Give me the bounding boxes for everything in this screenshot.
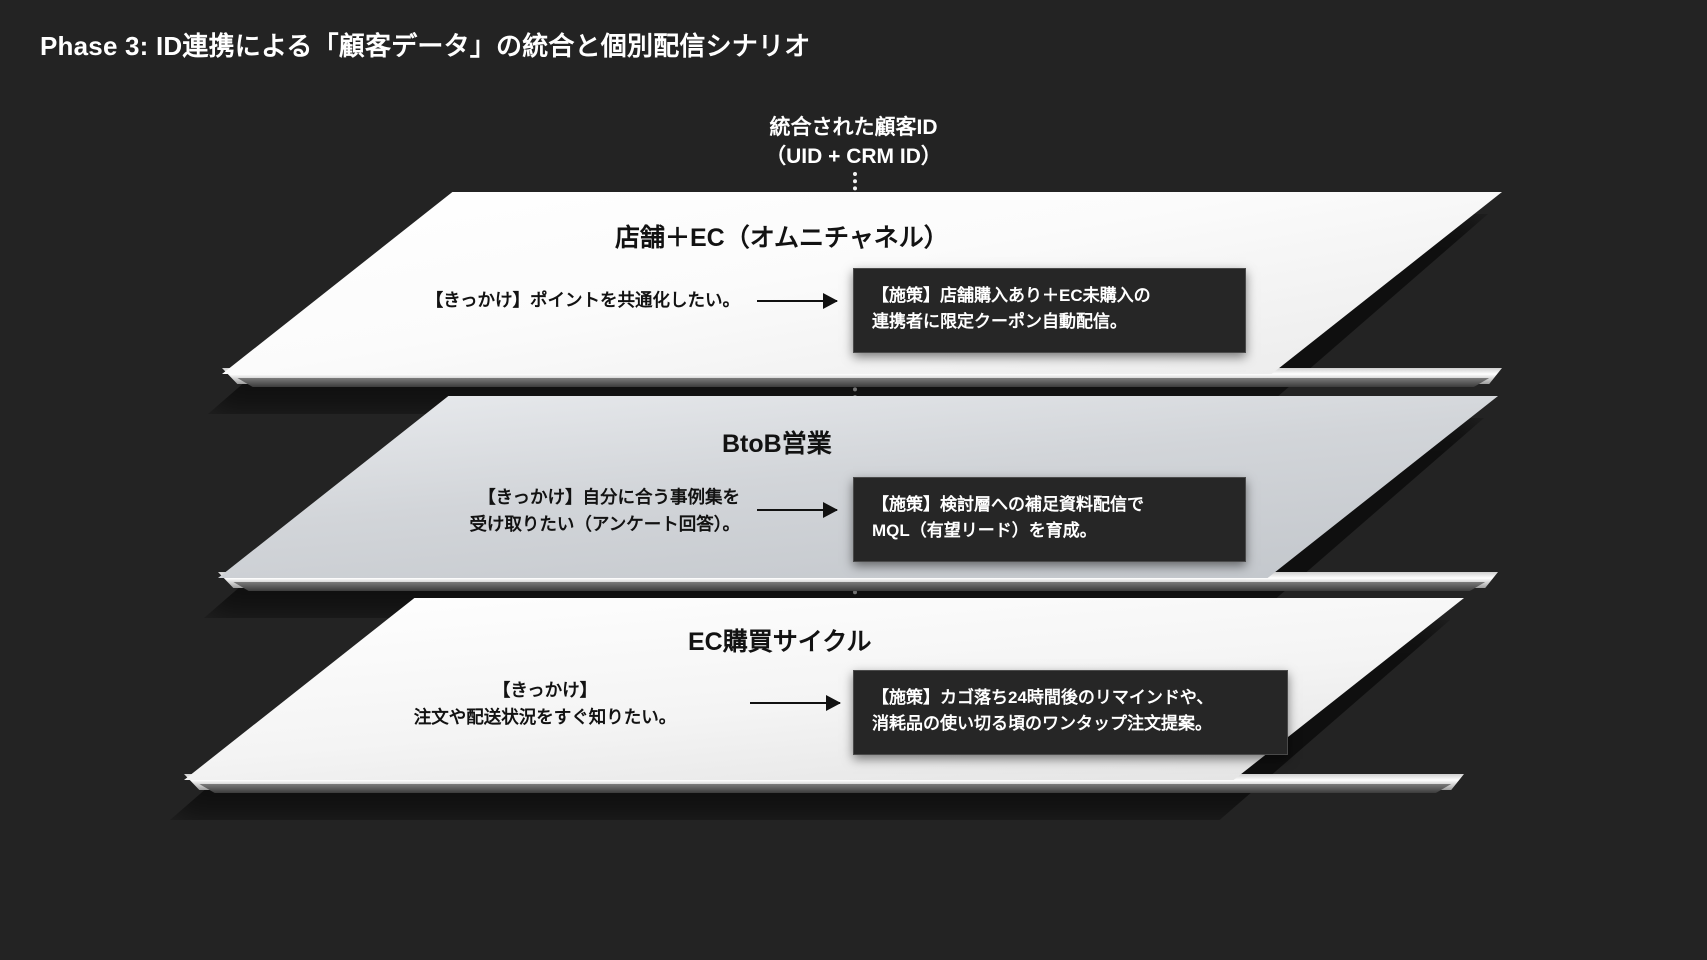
page-title: Phase 3: ID連携による「顧客データ」の統合と個別配信シナリオ	[40, 31, 811, 61]
layer-edge-dark	[199, 784, 1452, 793]
flow-arrow-btob-sales	[757, 502, 838, 518]
trigger-ec-line1: 【きっかけ】	[492, 680, 598, 700]
measure-ec-line2: 消耗品の使い切る頃のワンタップ注文提案。	[872, 714, 1212, 734]
trigger-btob-line1: 【きっかけ】自分に合う事例集を	[478, 487, 740, 507]
unified-id-label-line1: 統合された顧客ID	[769, 116, 938, 139]
trigger-omnichannel: 【きっかけ】ポイントを共通化したい。	[380, 287, 740, 314]
layer-edge-dark	[237, 378, 1490, 387]
measure-omnichannel-line2: 連携者に限定クーポン自動配信。	[872, 312, 1127, 332]
trigger-ec-purchase-cycle: 【きっかけ】 注文や配送状況をすぐ知りたい。	[370, 677, 720, 731]
layer-edge-dark	[233, 582, 1486, 591]
flow-arrow-ec-purchase-cycle	[750, 695, 841, 711]
layer-title-omnichannel: 店舗＋EC（オムニチャネル）	[615, 224, 949, 252]
trigger-btob-line2: 受け取りたい（アンケート回答）。	[469, 514, 740, 535]
unified-id-label: 統合された顧客ID （UID + CRM ID）	[0, 114, 1707, 172]
trigger-omnichannel-line1: 【きっかけ】ポイントを共通化したい。	[425, 290, 740, 310]
measure-box-btob-sales[interactable]: 【施策】検討層への補足資料配信で MQL（有望リード）を育成。	[853, 477, 1246, 562]
trigger-ec-line2: 注文や配送状況をすぐ知りたい。	[413, 707, 677, 728]
measure-omnichannel-line1: 【施策】店舗購入あり＋EC未購入の	[872, 286, 1151, 305]
measure-ec-line1: 【施策】カゴ落ち24時間後のリマインドや、	[872, 688, 1214, 707]
measure-box-omnichannel[interactable]: 【施策】店舗購入あり＋EC未購入の 連携者に限定クーポン自動配信。	[853, 268, 1246, 353]
flow-arrow-omnichannel	[757, 293, 838, 309]
layer-title-btob-sales: BtoB営業	[722, 430, 832, 458]
unified-id-label-line2: （UID + CRM ID）	[765, 144, 942, 168]
measure-btob-line2: MQL（有望リード）を育成。	[872, 521, 1097, 541]
measure-box-ec-purchase-cycle[interactable]: 【施策】カゴ落ち24時間後のリマインドや、 消耗品の使い切る頃のワンタップ注文提…	[853, 670, 1288, 755]
layer-title-ec-purchase-cycle: EC購買サイクル	[688, 628, 872, 656]
measure-btob-line1: 【施策】検討層への補足資料配信で	[872, 495, 1144, 514]
trigger-btob-sales: 【きっかけ】自分に合う事例集を 受け取りたい（アンケート回答）。	[380, 484, 740, 538]
